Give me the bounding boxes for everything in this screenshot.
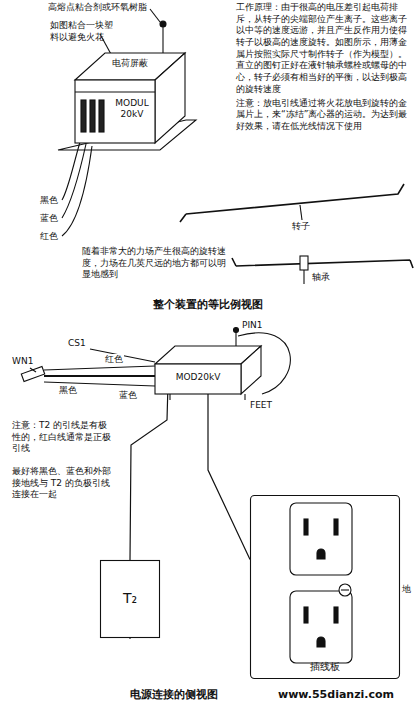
watermark: www.55dianzi.com (278, 688, 394, 702)
foot (244, 394, 245, 400)
caption: 电源连接的侧视图 (130, 688, 218, 702)
node-outline (250, 495, 400, 679)
discharge-lead (238, 333, 290, 394)
wire-color: 蓝色 (40, 213, 58, 225)
wire (130, 394, 168, 560)
foot (169, 394, 170, 400)
note: 注意：放电引线通过将火花放电到旋转的金属片上，来“冻结”离心器的运动。为达到最好… (236, 98, 413, 133)
node-label: 电荷屏蔽 (101, 58, 159, 69)
part-name: WN1 (12, 356, 33, 368)
note: 最好将黑色、蓝色和外部接地线与 T2 的负极引线连接在一起 (12, 466, 114, 501)
black-wire (62, 142, 80, 200)
principle-text: 工作原理：由于很高的电压差引起电荷排斥，从转子的尖端部位产生离子。这些离子以中等… (236, 2, 413, 96)
pin-name: PIN1 (242, 320, 263, 332)
note: 注意：T2 的引线是有极性的，红白线通常是正极引线 (12, 420, 114, 455)
plug (21, 366, 44, 381)
leader-line (150, 9, 160, 22)
node-label: T₂ (100, 590, 160, 608)
note: 如图粘合一块塑料以避免火花 (50, 20, 114, 43)
wire-color: 黑色 (58, 385, 78, 397)
power-strip: 插线板 (250, 495, 400, 679)
node-label: MODUL 20kV (111, 98, 153, 121)
wire-color: 红色 (40, 231, 58, 243)
wire (208, 394, 250, 559)
hv-module: 电荷屏蔽 MODUL 20kV (75, 48, 187, 145)
rotor (180, 184, 404, 222)
red-wire (62, 146, 92, 236)
ground-label: 地 (402, 584, 411, 596)
node-label: MOD20kV (155, 372, 241, 383)
wire-color: 红色 (104, 354, 124, 366)
shaft (303, 270, 304, 284)
text-column: 工作原理：由于很高的电压差引起电荷排斥，从转子的尖端部位产生离子。这些离子以中等… (236, 2, 413, 133)
leader-line (300, 205, 302, 220)
blue-wire (62, 144, 86, 218)
view-title: 整个装置的等比例视图 (0, 298, 415, 312)
black-wire (44, 375, 155, 377)
wire-color: 蓝色 (118, 390, 138, 402)
node-label: 插线板 (250, 661, 400, 674)
bearing (300, 256, 308, 270)
rotor-side (232, 258, 413, 268)
note: 高熔点粘合剂或环氧树脂 (48, 2, 147, 14)
part-name: 轴承 (312, 272, 330, 284)
hv-module: MOD20kV (155, 352, 261, 394)
transformer-box: T₂ (100, 560, 160, 638)
part-name: CS1 (68, 338, 86, 350)
red-wire (44, 366, 155, 370)
note: 随着非常大的力场产生很高的旋转速度，力场在几英尺远的地方都可以明显地感到 (82, 246, 230, 281)
wire-color: 黑色 (40, 195, 58, 207)
part-name: 转子 (292, 221, 310, 233)
pin-head (160, 21, 166, 27)
leader-line (30, 368, 36, 372)
pin-head (234, 328, 239, 333)
part-name: FEET (250, 400, 272, 412)
